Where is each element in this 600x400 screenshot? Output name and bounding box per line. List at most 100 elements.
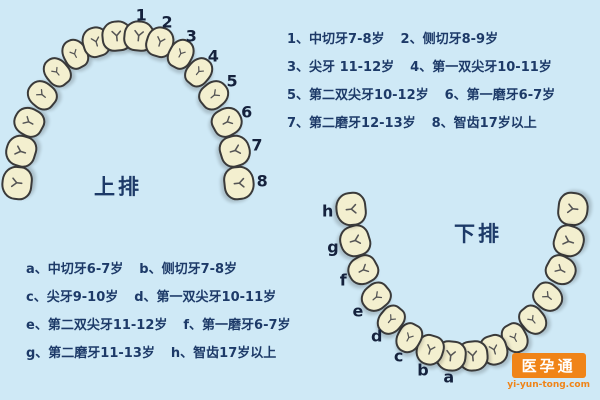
lower-tooth-label: e	[352, 301, 364, 321]
lower-tooth	[539, 250, 582, 291]
legend-line: c、尖牙9-10岁 d、第一双尖牙10-11岁	[26, 284, 291, 312]
legend-item: a、中切牙6-7岁	[26, 262, 124, 277]
legend-line: 3、尖牙 11-12岁 4、第一双尖牙10-11岁	[287, 54, 555, 82]
legend-item: 3、尖牙 11-12岁	[287, 60, 395, 75]
upper-tooth	[77, 23, 114, 61]
lower-tooth	[333, 190, 368, 228]
lower-tooth	[335, 220, 375, 261]
tooth-crack-icon	[488, 344, 498, 355]
tooth-crack-icon	[467, 350, 478, 363]
watermark-brand-badge: 医孕通	[511, 353, 586, 378]
legend-line: 5、第二双尖牙10-12岁 6、第一磨牙6-7岁	[287, 82, 555, 110]
tooth-crack-icon	[371, 291, 382, 301]
upper-tooth-label: 7	[251, 135, 263, 155]
tooth-crack-icon	[527, 314, 536, 324]
lower-tooth	[455, 339, 490, 374]
legend-item: e、第二双尖牙11-12岁	[26, 318, 168, 333]
upper-tooth	[8, 101, 50, 142]
tooth-crack-icon	[51, 67, 61, 76]
tooth-crack-icon	[111, 30, 122, 42]
lower-tooth	[527, 276, 569, 318]
lower-tooth	[496, 318, 533, 358]
lower-legend: a、中切牙6-7岁 b、侧切牙7-8岁 c、尖牙9-10岁 d、第一双尖牙10-…	[26, 256, 291, 368]
upper-tooth	[179, 52, 219, 93]
legend-line: e、第二双尖牙11-12岁 f、第一磨牙6-7岁	[26, 312, 291, 340]
upper-tooth	[205, 101, 248, 142]
legend-item: b、侧切牙7-8岁	[139, 262, 238, 277]
lower-tooth	[434, 339, 469, 374]
tooth-crack-icon	[344, 203, 356, 214]
tooth-crack-icon	[90, 36, 99, 48]
legend-item: f、第一磨牙6-7岁	[183, 318, 291, 333]
lower-tooth-label: d	[370, 326, 383, 346]
upper-tooth	[222, 164, 257, 202]
tooth-crack-icon	[134, 30, 145, 42]
tooth-crack-icon	[195, 66, 204, 76]
legend-line: g、第二磨牙11-13岁 h、智齿17岁以上	[26, 340, 291, 368]
tooth-crack-icon	[10, 177, 23, 188]
legend-line: 7、第二磨牙12-13岁 8、智齿17岁以上	[287, 110, 555, 138]
lower-tooth	[411, 331, 448, 369]
upper-tooth	[1, 131, 41, 172]
upper-tooth	[100, 18, 135, 53]
tooth-crack-icon	[70, 49, 78, 59]
upper-arch-label: 上排	[94, 175, 142, 199]
lower-tooth-label: b	[417, 360, 429, 380]
legend-item: 8、智齿17岁以上	[431, 116, 537, 131]
lower-tooth	[513, 299, 553, 340]
lower-tooth-label: c	[393, 346, 404, 366]
legend-item: 6、第一磨牙6-7岁	[444, 88, 556, 103]
legend-line: 1、中切牙7-8岁 2、侧切牙8-9岁	[287, 26, 555, 54]
legend-item: 1、中切牙7-8岁	[287, 32, 385, 47]
tooth-crack-icon	[446, 350, 457, 362]
upper-tooth-label: 8	[256, 171, 268, 191]
lower-tooth-label: h	[322, 201, 334, 221]
legend-item: g、第二磨牙11-13岁	[26, 346, 155, 361]
tooth-crack-icon	[221, 115, 233, 125]
watermark-url: yi-yun-tong.com	[507, 380, 590, 390]
tooth-crack-icon	[210, 88, 220, 99]
tooth-crack-icon	[178, 49, 186, 59]
lower-tooth	[355, 276, 397, 318]
lower-tooth	[342, 250, 384, 291]
legend-item: d、第一双尖牙10-11岁	[134, 290, 277, 305]
tooth-crack-icon	[426, 344, 435, 355]
upper-tooth	[21, 74, 63, 116]
upper-tooth-label: 3	[185, 26, 197, 46]
upper-tooth	[57, 34, 94, 74]
legend-item: 4、第一双尖牙10-11岁	[410, 60, 552, 75]
lower-tooth	[371, 299, 411, 340]
upper-tooth	[193, 74, 235, 116]
upper-tooth-label: 4	[207, 46, 219, 66]
legend-item: 5、第二双尖牙10-12岁	[287, 88, 429, 103]
lower-tooth-label: g	[327, 237, 339, 257]
lower-tooth-label: a	[443, 367, 455, 387]
upper-tooth	[0, 164, 34, 202]
upper-legend: 1、中切牙7-8岁 2、侧切牙8-9岁 3、尖牙 11-12岁 4、第一双尖牙1…	[287, 26, 555, 138]
legend-line: a、中切牙6-7岁 b、侧切牙7-8岁	[26, 256, 291, 284]
tooth-crack-icon	[349, 234, 361, 245]
tooth-crack-icon	[14, 145, 27, 155]
tooth-crack-icon	[233, 177, 245, 188]
watermark: 医孕通 yi-yun-tong.com	[507, 353, 590, 390]
legend-item: h、智齿17岁以上	[170, 346, 277, 361]
tooth-crack-icon	[406, 332, 415, 342]
tooth-crack-icon	[157, 36, 166, 48]
upper-tooth-label: 1	[135, 5, 147, 25]
tooth-crack-icon	[567, 203, 580, 214]
tooth-crack-icon	[509, 332, 518, 342]
lower-tooth-label: f	[339, 270, 347, 290]
upper-tooth	[215, 131, 255, 172]
tooth-crack-icon	[23, 115, 35, 125]
upper-tooth	[37, 52, 77, 93]
lower-arch-label: 下排	[454, 222, 502, 246]
legend-item: 2、侧切牙8-9岁	[400, 32, 499, 47]
tooth-crack-icon	[358, 264, 370, 274]
legend-item: c、尖牙9-10岁	[26, 290, 119, 305]
tooth-crack-icon	[388, 314, 397, 324]
lower-tooth	[556, 190, 591, 228]
upper-tooth-label: 6	[241, 102, 253, 122]
